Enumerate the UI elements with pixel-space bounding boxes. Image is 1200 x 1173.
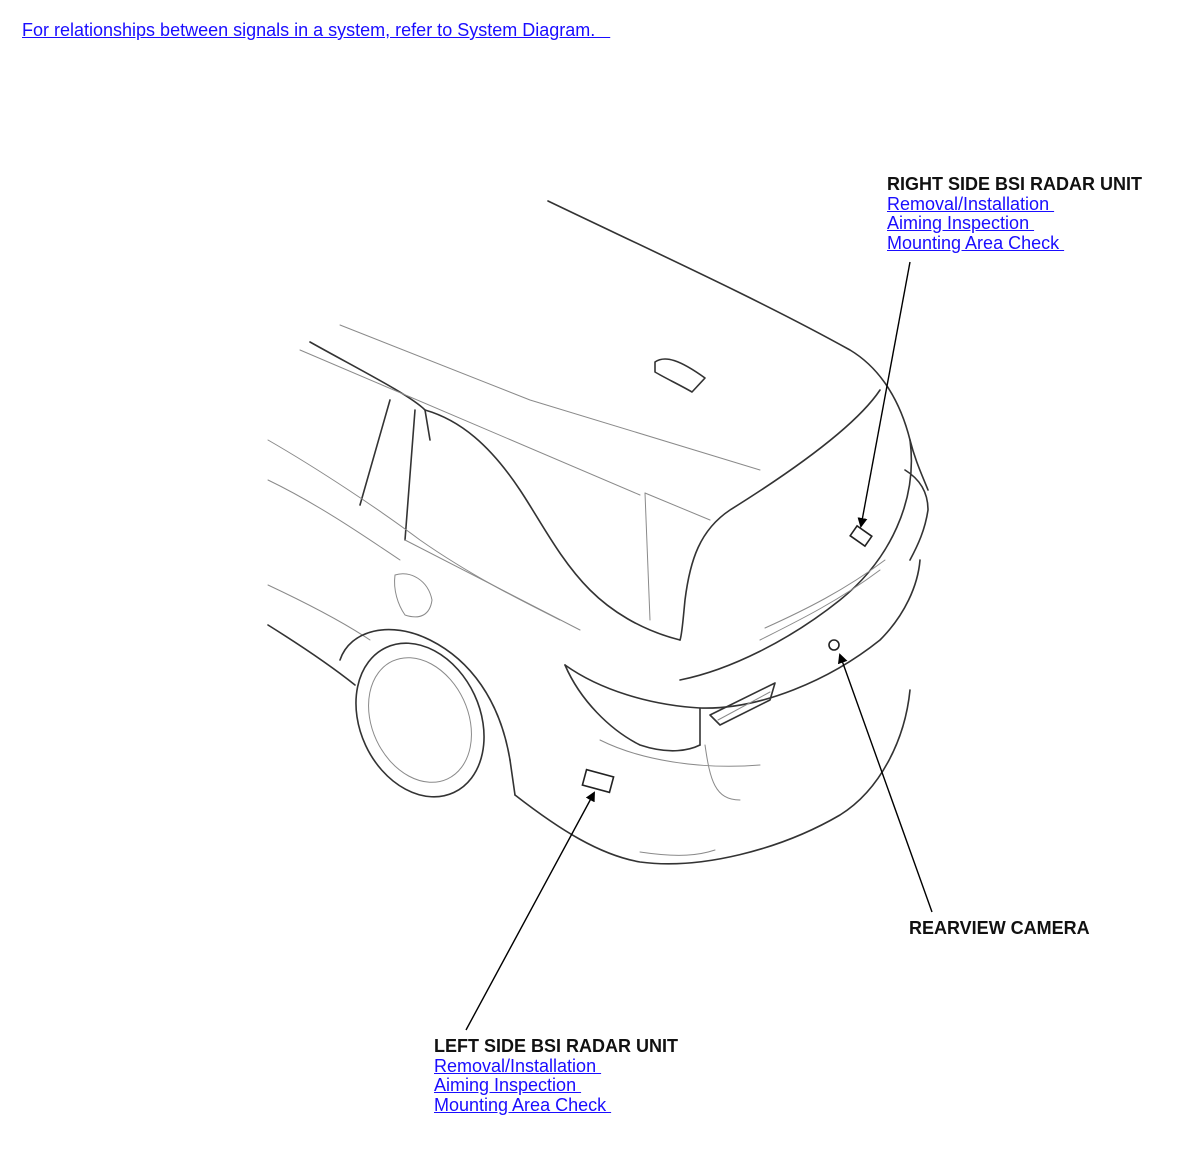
left-radar-callout: LEFT SIDE BSI RADAR UNIT Removal/Install… [434, 1036, 679, 1115]
left-radar-mounting-link[interactable]: Mounting Area Check [434, 1094, 612, 1115]
camera-leader-line [837, 653, 933, 913]
right-radar-leader-line [857, 261, 911, 528]
left-radar-aiming-link[interactable]: Aiming Inspection [434, 1075, 582, 1095]
right-radar-aiming-link[interactable]: Aiming Inspection [887, 213, 1035, 233]
right-radar-title: RIGHT SIDE BSI RADAR UNIT [887, 174, 1143, 194]
right-radar-unit-mark [849, 524, 873, 548]
right-radar-mounting-link[interactable]: Mounting Area Check [887, 232, 1065, 253]
rearview-camera-mark [828, 639, 840, 651]
rearview-camera-label: REARVIEW CAMERA [909, 918, 1090, 938]
system-diagram-link[interactable]: For relationships between signals in a s… [22, 20, 611, 40]
left-radar-removal-link[interactable]: Removal/Installation [434, 1055, 602, 1076]
right-radar-removal-link[interactable]: Removal/Installation [887, 193, 1055, 214]
vehicle-outline [267, 200, 929, 865]
left-radar-unit-mark [581, 768, 615, 794]
right-radar-callout: RIGHT SIDE BSI RADAR UNIT Removal/Instal… [887, 174, 1143, 253]
left-radar-title: LEFT SIDE BSI RADAR UNIT [434, 1036, 679, 1056]
left-radar-leader-line [465, 791, 595, 1031]
